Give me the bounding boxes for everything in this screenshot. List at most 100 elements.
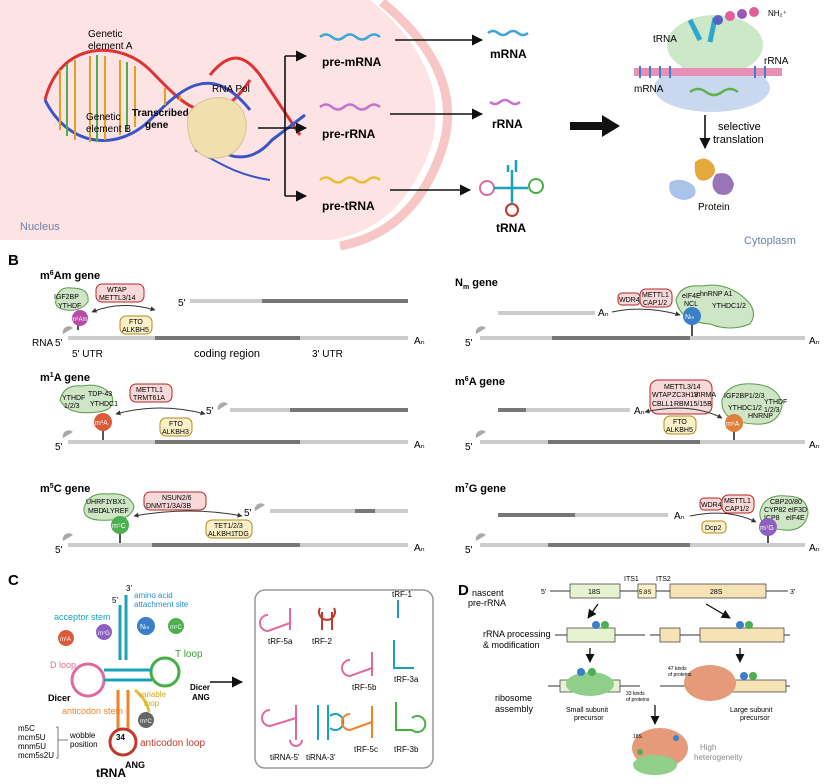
m6am-cap-icon — [62, 326, 73, 334]
m6a-mark-icon — [725, 414, 743, 432]
m7g-reader-1: CBP20/80 — [770, 499, 802, 506]
nm-writer-1: METTL1 — [642, 292, 669, 299]
m5c-gene: m5C gene 5' Aₙ 5' UHRF1 YBX1 MBD ALYREF … — [40, 483, 425, 556]
m6am-gene: m6Am gene RNA 5' Aₙ 5' 5' UTR coding reg… — [32, 270, 425, 360]
pre-trna-strand — [319, 176, 381, 184]
m6am-writer-1: WTAP — [107, 287, 127, 294]
nh2-label: NH₂⁺ — [768, 9, 787, 18]
m7g-five-label: 5' — [465, 545, 473, 556]
m1a-cap-top-icon — [217, 402, 228, 410]
m6am-writer-box — [95, 283, 145, 303]
m5c-mark-icon — [111, 516, 129, 534]
m6a-writer-2: WTAP — [652, 392, 672, 399]
trna-n34-label: 34 — [116, 733, 125, 742]
m5c-eraser-1: TET1/2/3 — [214, 523, 243, 530]
m5c-five-top: 5' — [244, 508, 252, 519]
m5c-five-label: 5' — [55, 545, 63, 556]
branch-arrows — [258, 34, 484, 202]
dicer-label: Dicer — [48, 693, 71, 703]
m6a-five-label: 5' — [465, 442, 473, 453]
trna-title: tRNA — [96, 766, 126, 779]
m7g-title: m7G gene — [455, 483, 506, 495]
m5c-eraser-3: TDG — [234, 531, 249, 538]
transcribed-gene-l1: Transcribed — [132, 108, 189, 119]
m5c-cap-top-icon — [254, 503, 265, 511]
m1a-mark-label: m¹A — [95, 420, 108, 427]
acceptor-stem-label: acceptor stem — [54, 612, 111, 622]
m5c-cap-icon — [62, 533, 73, 541]
m7g-mark-icon — [759, 518, 777, 536]
m6a-reader-3: YTHDC1/2 — [728, 405, 762, 412]
m1a-five-label: 5' — [55, 442, 63, 453]
selective-translation-l1: selective — [718, 121, 761, 133]
variable-loop-l1: variable — [138, 690, 167, 699]
nm-an-top: Aₙ — [598, 308, 609, 319]
its1-label: ITS1 — [624, 576, 639, 583]
trna-m5c-label: m⁵C — [170, 624, 182, 631]
m1a-an-label: Aₙ — [414, 440, 425, 451]
m7g-reader-3: eIF3D — [788, 507, 807, 514]
dicer-ang-l2: ANG — [192, 693, 210, 702]
m6a-reader-1: IGF2BP1/2/3 — [724, 393, 765, 400]
trna-three: 3' — [126, 584, 132, 593]
m6am-writer-2: METTL3/14 — [99, 295, 136, 302]
m6am-mark-label: m⁶Am — [71, 316, 87, 323]
cytoplasm-label: Cytoplasm — [744, 235, 796, 247]
m6am-eraser-box — [119, 315, 153, 335]
mature-ribosome-icon — [632, 728, 688, 775]
nm-gene: Nm gene 5' Aₙ Aₙ eIF4E hnRNP A1 NCL YTHD… — [455, 277, 820, 349]
m5c-eraser-box — [205, 519, 253, 539]
segment-18s-label: 18S — [588, 589, 601, 596]
dna-helix — [43, 48, 306, 181]
m1a-five-top: 5' — [206, 406, 214, 417]
processed-28s — [699, 627, 785, 643]
variable-loop-l2: loop — [144, 699, 160, 708]
m6am-reader-1: IGF2BP — [54, 294, 79, 301]
segment-58s-label: 5.8S — [639, 590, 651, 596]
trna-nm-icon — [137, 617, 155, 635]
processing-l2: & modification — [483, 640, 540, 650]
nm-reader-1: eIF4E — [682, 293, 701, 300]
m1a-gene: m1A gene 5' Aₙ 5' YTHDF 1/2/3 TDP-43 YTH… — [40, 372, 425, 453]
ribosome-icon — [634, 7, 782, 112]
trna-m5c-lower-icon — [138, 712, 154, 728]
protein-icon — [669, 158, 734, 200]
pre-rrna-strand — [319, 103, 381, 111]
ribosome-trna-label: tRNA — [653, 34, 677, 45]
m5c-eraser-2: ALKBH1 — [208, 531, 235, 538]
m7g-reader-2: CYP82 — [764, 507, 786, 514]
nm-an-label: Aₙ — [809, 336, 820, 347]
m5c-writer-2: DNMT1/3A/3B — [146, 503, 191, 510]
m7g-eraser: Dcp2 — [705, 525, 721, 532]
m1a-eraser-box — [159, 417, 193, 437]
small-subunit-l1: Small subunit — [566, 707, 608, 714]
m6a-mark-label: m⁶A — [726, 421, 740, 428]
m6a-reader-4: 1/2/3 — [764, 407, 780, 414]
wobble-position-l2: position — [70, 740, 98, 749]
m6a-writer-5: CBLL1 — [652, 401, 674, 408]
trna-m1a-label: m¹A — [60, 637, 71, 643]
processed-58s — [659, 627, 681, 643]
pre-trna-label: pre-tRNA — [322, 199, 375, 213]
m6a-eraser-2: ALKBH5 — [666, 427, 693, 434]
frag-label-0: tRF-5a — [268, 637, 293, 646]
d-loop-label: D loop — [50, 660, 76, 670]
m6a-gene: m6A gene 5' Aₙ Aₙ METTL3/14 WTAP ZC3H13 … — [455, 376, 820, 453]
nm-title: Nm gene — [455, 277, 498, 291]
its2-label: ITS2 — [656, 576, 671, 583]
nm-reader-2: hnRNP A1 — [700, 291, 733, 298]
trna-m1a-icon — [58, 630, 74, 646]
wobble-mod-4: mcm5s2U — [18, 751, 54, 760]
kinds33-l1: 33 kinds — [626, 691, 645, 697]
frag-label-7: tRF-5c — [354, 745, 378, 754]
nascent-l2: pre-rRNA — [468, 598, 506, 608]
segment-28s — [669, 583, 767, 599]
m6am-five-label: 5' — [55, 338, 63, 349]
trna-structure — [70, 595, 181, 757]
nm-mark-icon — [683, 307, 701, 325]
m6am-eraser-2: ALKBH5 — [122, 327, 149, 334]
mrna-label: mRNA — [490, 47, 527, 61]
nascent-l1: nascent — [472, 588, 504, 598]
m6a-reader-5: HNRNP — [748, 413, 773, 420]
m5c-reader-icon — [83, 493, 135, 521]
